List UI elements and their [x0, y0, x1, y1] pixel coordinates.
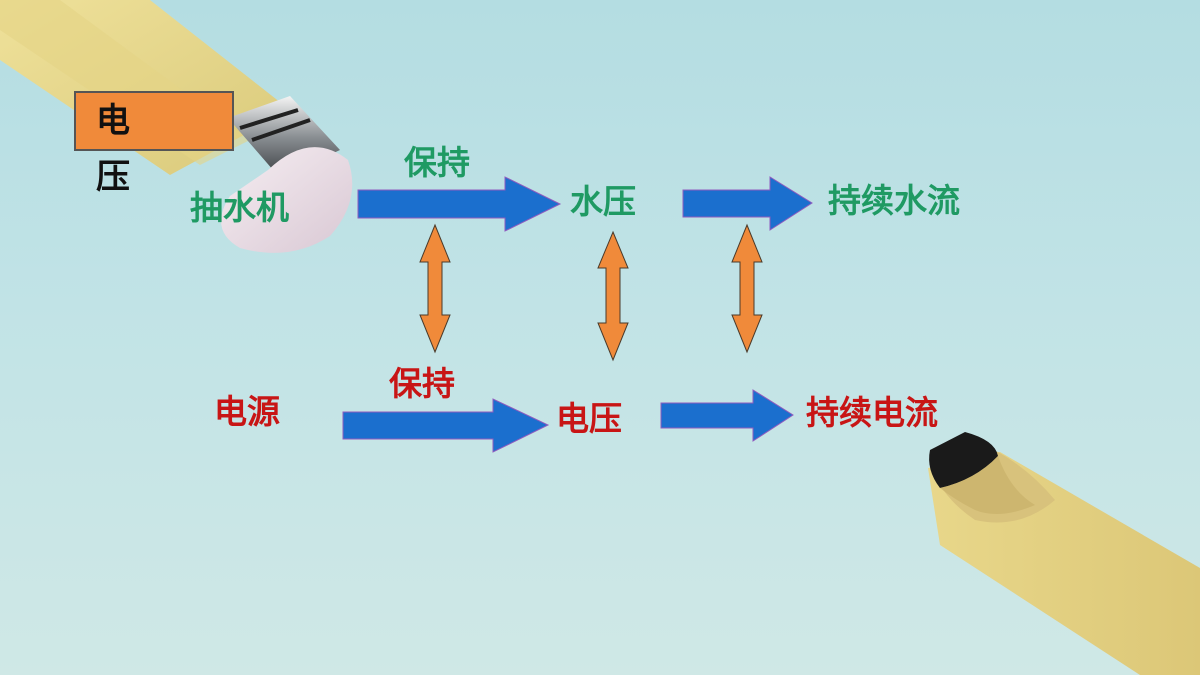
analogy-arrow-3 [731, 223, 763, 354]
arrow-source-to-voltage [342, 398, 550, 453]
arrow-pump-to-water-pressure [357, 176, 562, 232]
label-keep-water: 保持 [404, 143, 470, 182]
label-current-flow: 持续电流 [806, 393, 938, 432]
label-power-source: 电源 [214, 392, 280, 431]
pencil-tip-icon [928, 432, 1200, 675]
label-water-flow: 持续水流 [828, 181, 960, 220]
analogy-arrow-2 [597, 230, 629, 362]
label-water-pressure: 水压 [570, 182, 636, 221]
analogy-arrow-1 [419, 223, 451, 354]
label-voltage: 电压 [556, 399, 622, 438]
label-pump: 抽水机 [190, 188, 289, 227]
arrow-voltage-to-current [660, 389, 794, 442]
arrow-water-pressure-to-flow [682, 176, 813, 231]
label-keep-circuit: 保持 [389, 364, 455, 403]
slide-title-tag: 电 压 [74, 91, 234, 197]
